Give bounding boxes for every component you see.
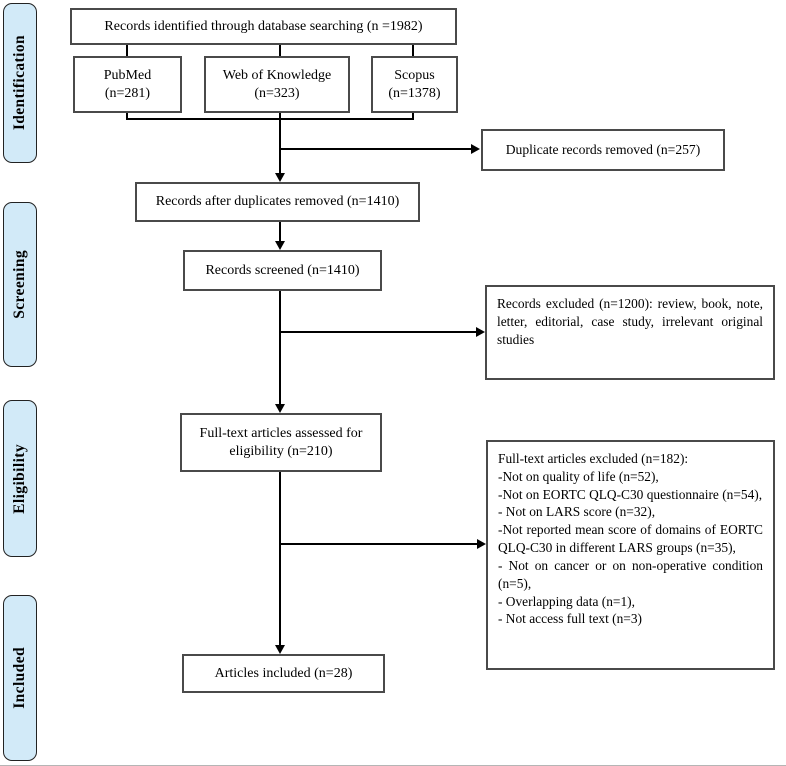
connector-fulltext-to-included (279, 472, 281, 646)
connector-top-to-scopus (412, 45, 414, 56)
fulltext-assessed-line1: Full-text articles assessed for (199, 426, 363, 441)
records-identified-text: Records identified through database sear… (104, 18, 423, 34)
pubmed-count: (n=281) (104, 85, 151, 101)
box-after-duplicates: Records after duplicates removed (n=1410… (135, 182, 420, 222)
box-duplicates-removed: Duplicate records removed (n=257) (481, 129, 725, 171)
box-fulltext-assessed: Full-text articles assessed for eligibil… (180, 413, 382, 472)
scopus-name: Scopus (394, 68, 435, 83)
connector-merge-to-afterdup (279, 118, 281, 174)
stage-band-eligibility: Eligibility (3, 400, 37, 557)
connector-branch-recexcluded (280, 331, 476, 333)
arrowhead-down-afterdup (274, 173, 285, 182)
fulltext-excluded-header: Full-text articles excluded (n=182): (498, 451, 689, 466)
stage-label-included: Included (11, 647, 28, 709)
box-records-screened: Records screened (n=1410) (183, 250, 382, 291)
arrowhead-down-screened (274, 241, 285, 250)
fulltext-excluded-item: -Not on quality of life (n=52), (498, 468, 659, 484)
records-excluded-text: Records excluded (n=1200): review, book,… (497, 296, 763, 347)
fulltext-excluded-item: - Not on cancer or on non-operative cond… (498, 557, 763, 591)
connector-wok-down (279, 113, 281, 120)
pubmed-name: PubMed (103, 68, 152, 83)
arrowhead-down-fulltext (274, 404, 285, 413)
connector-afterdup-to-screened (279, 222, 281, 242)
wok-name: Web of Knowledge (222, 68, 332, 83)
connector-branch-duplicates (280, 148, 471, 150)
box-records-excluded: Records excluded (n=1200): review, book,… (485, 285, 775, 380)
box-records-identified: Records identified through database sear… (70, 8, 457, 45)
fulltext-excluded-item: -Not reported mean score of domains of E… (498, 522, 763, 556)
fulltext-assessed-line2: eligibility (n=210) (229, 443, 333, 459)
duplicates-removed-text: Duplicate records removed (n=257) (505, 141, 701, 157)
connector-scopus-down (412, 113, 414, 120)
box-fulltext-excluded: Full-text articles excluded (n=182): -No… (486, 440, 775, 670)
arrowhead-right-ftexcluded (477, 538, 486, 549)
connector-top-to-wok (279, 45, 281, 56)
arrowhead-right-duplicates (471, 143, 480, 154)
stage-band-identification: Identification (3, 3, 37, 163)
scopus-count: (n=1378) (388, 85, 441, 101)
fulltext-excluded-item: -Not on EORTC QLQ-C30 questionnaire (n=5… (498, 486, 763, 502)
fulltext-excluded-item: - Not on LARS score (n=32), (498, 504, 656, 520)
stage-label-identification: Identification (11, 35, 28, 131)
stage-label-screening: Screening (11, 250, 28, 319)
box-articles-included: Articles included (n=28) (182, 654, 385, 693)
fulltext-excluded-item: - Overlapping data (n=1), (498, 593, 635, 609)
stage-band-included: Included (3, 595, 37, 761)
box-source-scopus: Scopus (n=1378) (371, 56, 458, 113)
connector-top-to-pubmed (126, 45, 128, 56)
stage-label-eligibility: Eligibility (11, 443, 28, 514)
box-source-web-of-knowledge: Web of Knowledge (n=323) (204, 56, 350, 113)
connector-screened-to-fulltext (279, 291, 281, 405)
articles-included-text: Articles included (n=28) (214, 665, 353, 681)
stage-band-screening: Screening (3, 202, 37, 367)
connector-branch-ftexcluded (280, 543, 477, 545)
box-source-pubmed: PubMed (n=281) (73, 56, 182, 113)
connector-merge-line (126, 118, 414, 120)
connector-pubmed-down (126, 113, 128, 120)
fulltext-excluded-item: - Not access full text (n=3) (498, 611, 643, 627)
arrowhead-right-recexcluded (476, 326, 485, 337)
after-duplicates-text: Records after duplicates removed (n=1410… (155, 194, 400, 210)
arrowhead-down-included (274, 645, 285, 654)
wok-count: (n=323) (254, 85, 300, 101)
records-screened-text: Records screened (n=1410) (205, 262, 360, 278)
